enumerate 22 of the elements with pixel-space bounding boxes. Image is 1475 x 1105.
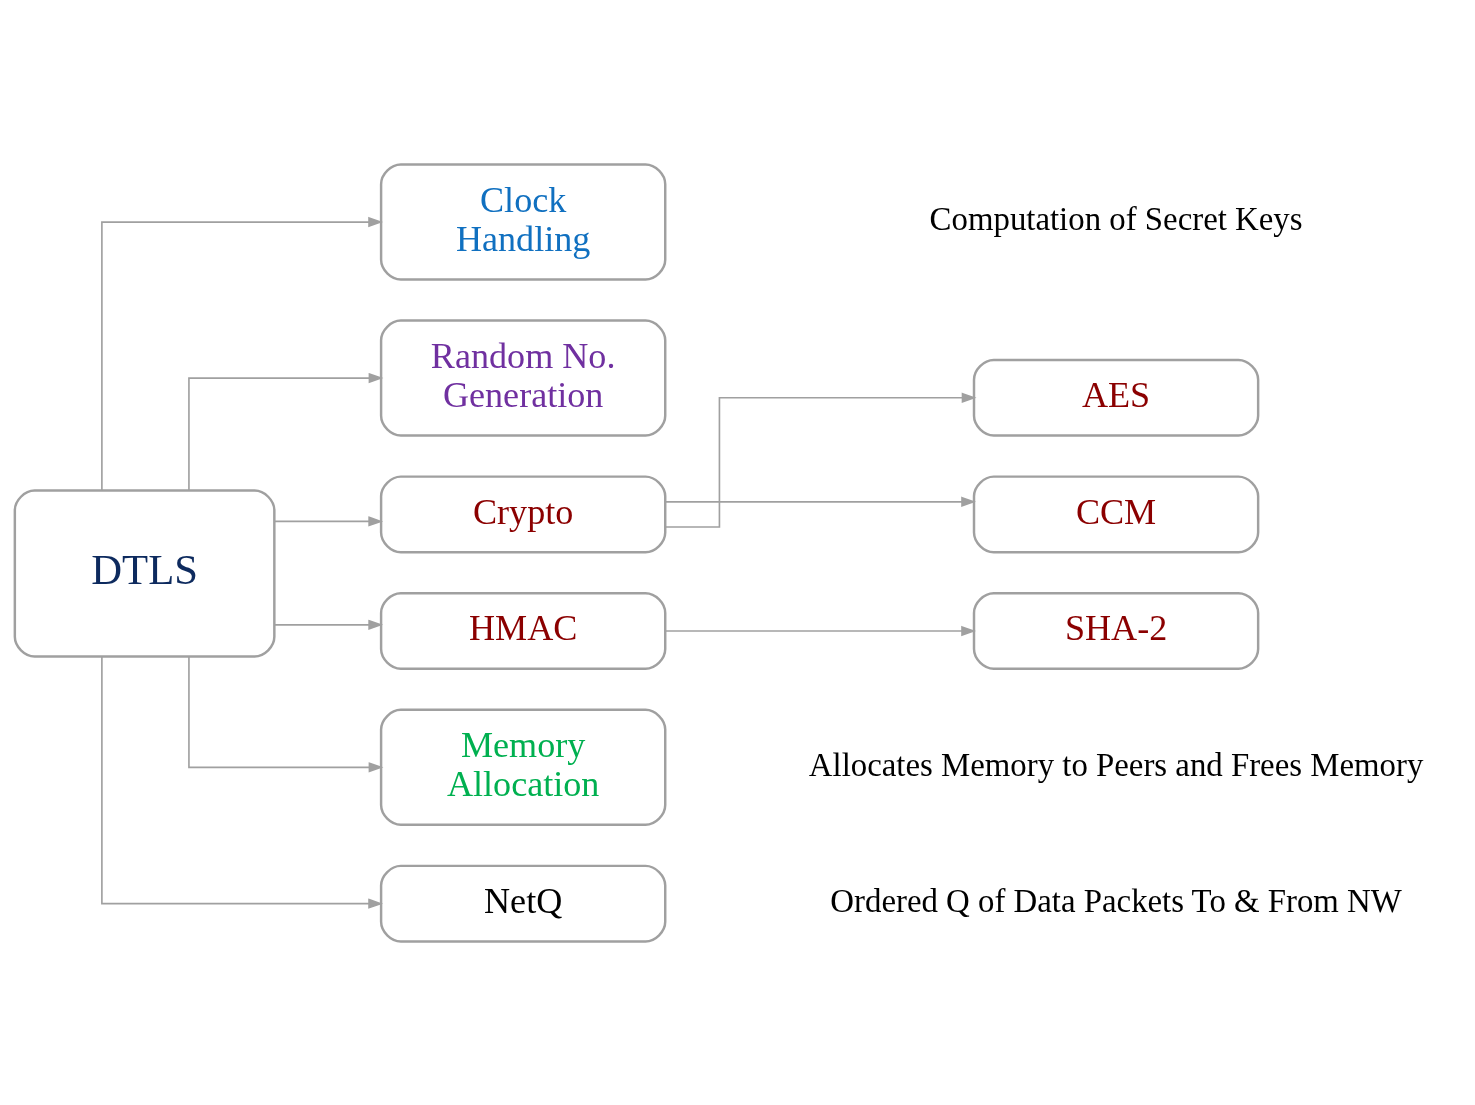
node-box: CCM xyxy=(972,474,1260,553)
node-box: NetQ xyxy=(379,864,667,943)
label: Allocates Memory to Peers and Frees Memory xyxy=(808,746,1424,783)
arrow xyxy=(101,655,384,909)
node-box: Clock Handling xyxy=(379,162,667,281)
node-box: Crypto xyxy=(379,474,667,553)
node-box: HMAC xyxy=(379,591,667,670)
arrow xyxy=(273,515,384,527)
arrow xyxy=(188,372,384,491)
arrow xyxy=(665,496,976,507)
node-box: SHA-2 xyxy=(972,591,1260,670)
arrow xyxy=(664,392,977,528)
node-box: AES xyxy=(972,358,1260,437)
label: Computation of Secret Keys xyxy=(929,200,1303,237)
arrow xyxy=(273,619,384,630)
arrow xyxy=(101,216,384,491)
arrow xyxy=(665,625,976,636)
node-box: Memory Allocation xyxy=(379,708,667,826)
node-box: Random No. Generation xyxy=(379,318,667,437)
node-box: DTLS xyxy=(13,488,276,658)
arrow xyxy=(188,655,384,772)
label: Ordered Q of Data Packets To & From NW xyxy=(830,882,1402,919)
